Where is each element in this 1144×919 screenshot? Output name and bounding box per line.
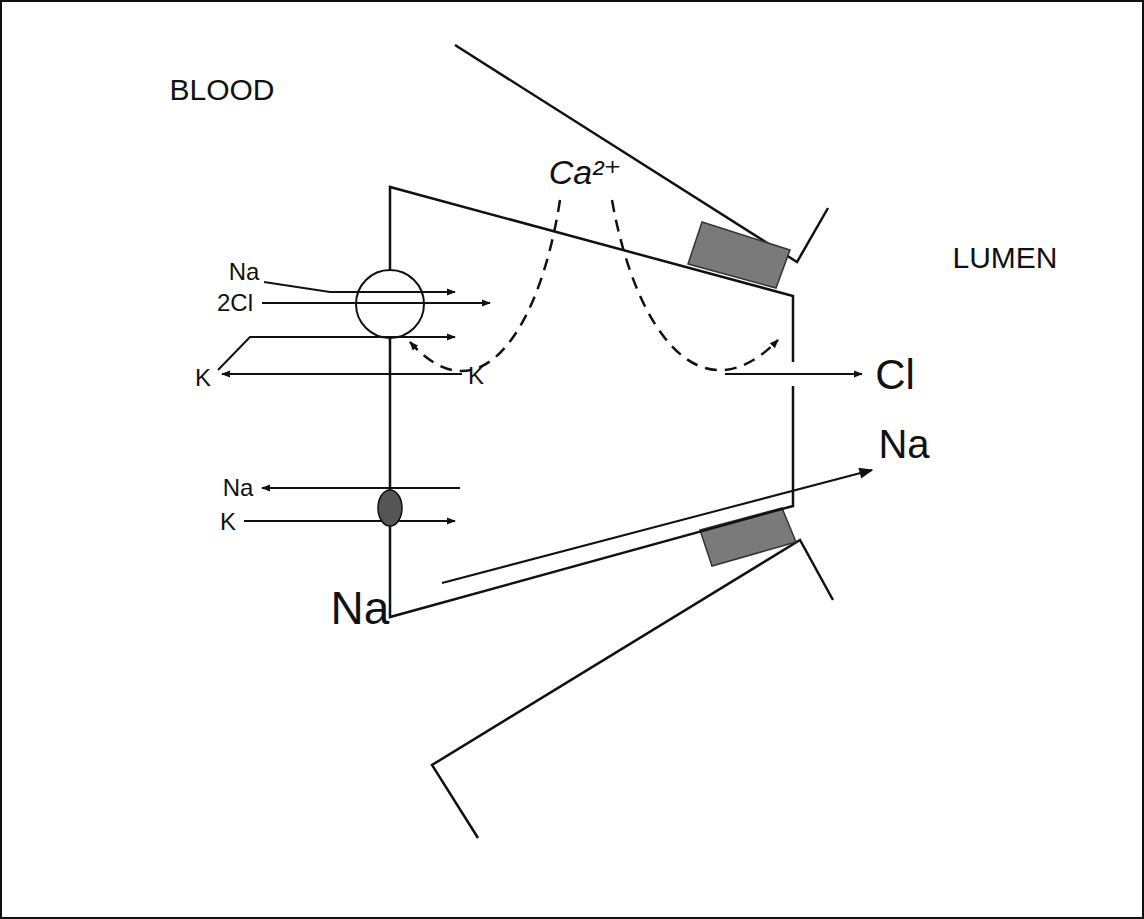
- cl-secretion-arrow: [725, 373, 862, 375]
- na-pump-arrow: [262, 487, 460, 489]
- ca-regulation-curve: [410, 200, 560, 371]
- ion-label: K: [220, 510, 236, 534]
- neighbor-cell-outline: [455, 45, 828, 262]
- ion-label: Na: [331, 585, 390, 631]
- cl-influx-arrow: [262, 302, 490, 304]
- cell-membrane: [390, 300, 793, 617]
- tight-junction: [688, 222, 790, 288]
- ca-regulation-curve: [612, 200, 778, 370]
- ion-label: Ca²⁺: [549, 155, 622, 189]
- k-pump-arrow: [244, 520, 455, 522]
- region-label: BLOOD: [169, 75, 274, 105]
- ion-label: Na: [223, 476, 254, 500]
- cell-membrane: [390, 187, 793, 362]
- neighbor-cell-outline: [432, 540, 833, 838]
- ion-label: Cl: [875, 354, 915, 396]
- k-efflux-arrow: [222, 373, 462, 375]
- ion-label: K: [468, 364, 484, 388]
- region-label: LUMEN: [952, 243, 1057, 273]
- paracellular-na-arrow: [442, 470, 872, 583]
- ion-label: Na: [229, 260, 260, 284]
- pump-symbol: [378, 490, 402, 526]
- na-influx-arrow: [264, 282, 455, 292]
- tight-junction: [700, 508, 796, 566]
- ion-label: 2Cl: [217, 291, 253, 315]
- ion-label: Na: [878, 424, 929, 464]
- k-influx-arrow: [218, 337, 455, 370]
- ion-label: K: [195, 366, 211, 390]
